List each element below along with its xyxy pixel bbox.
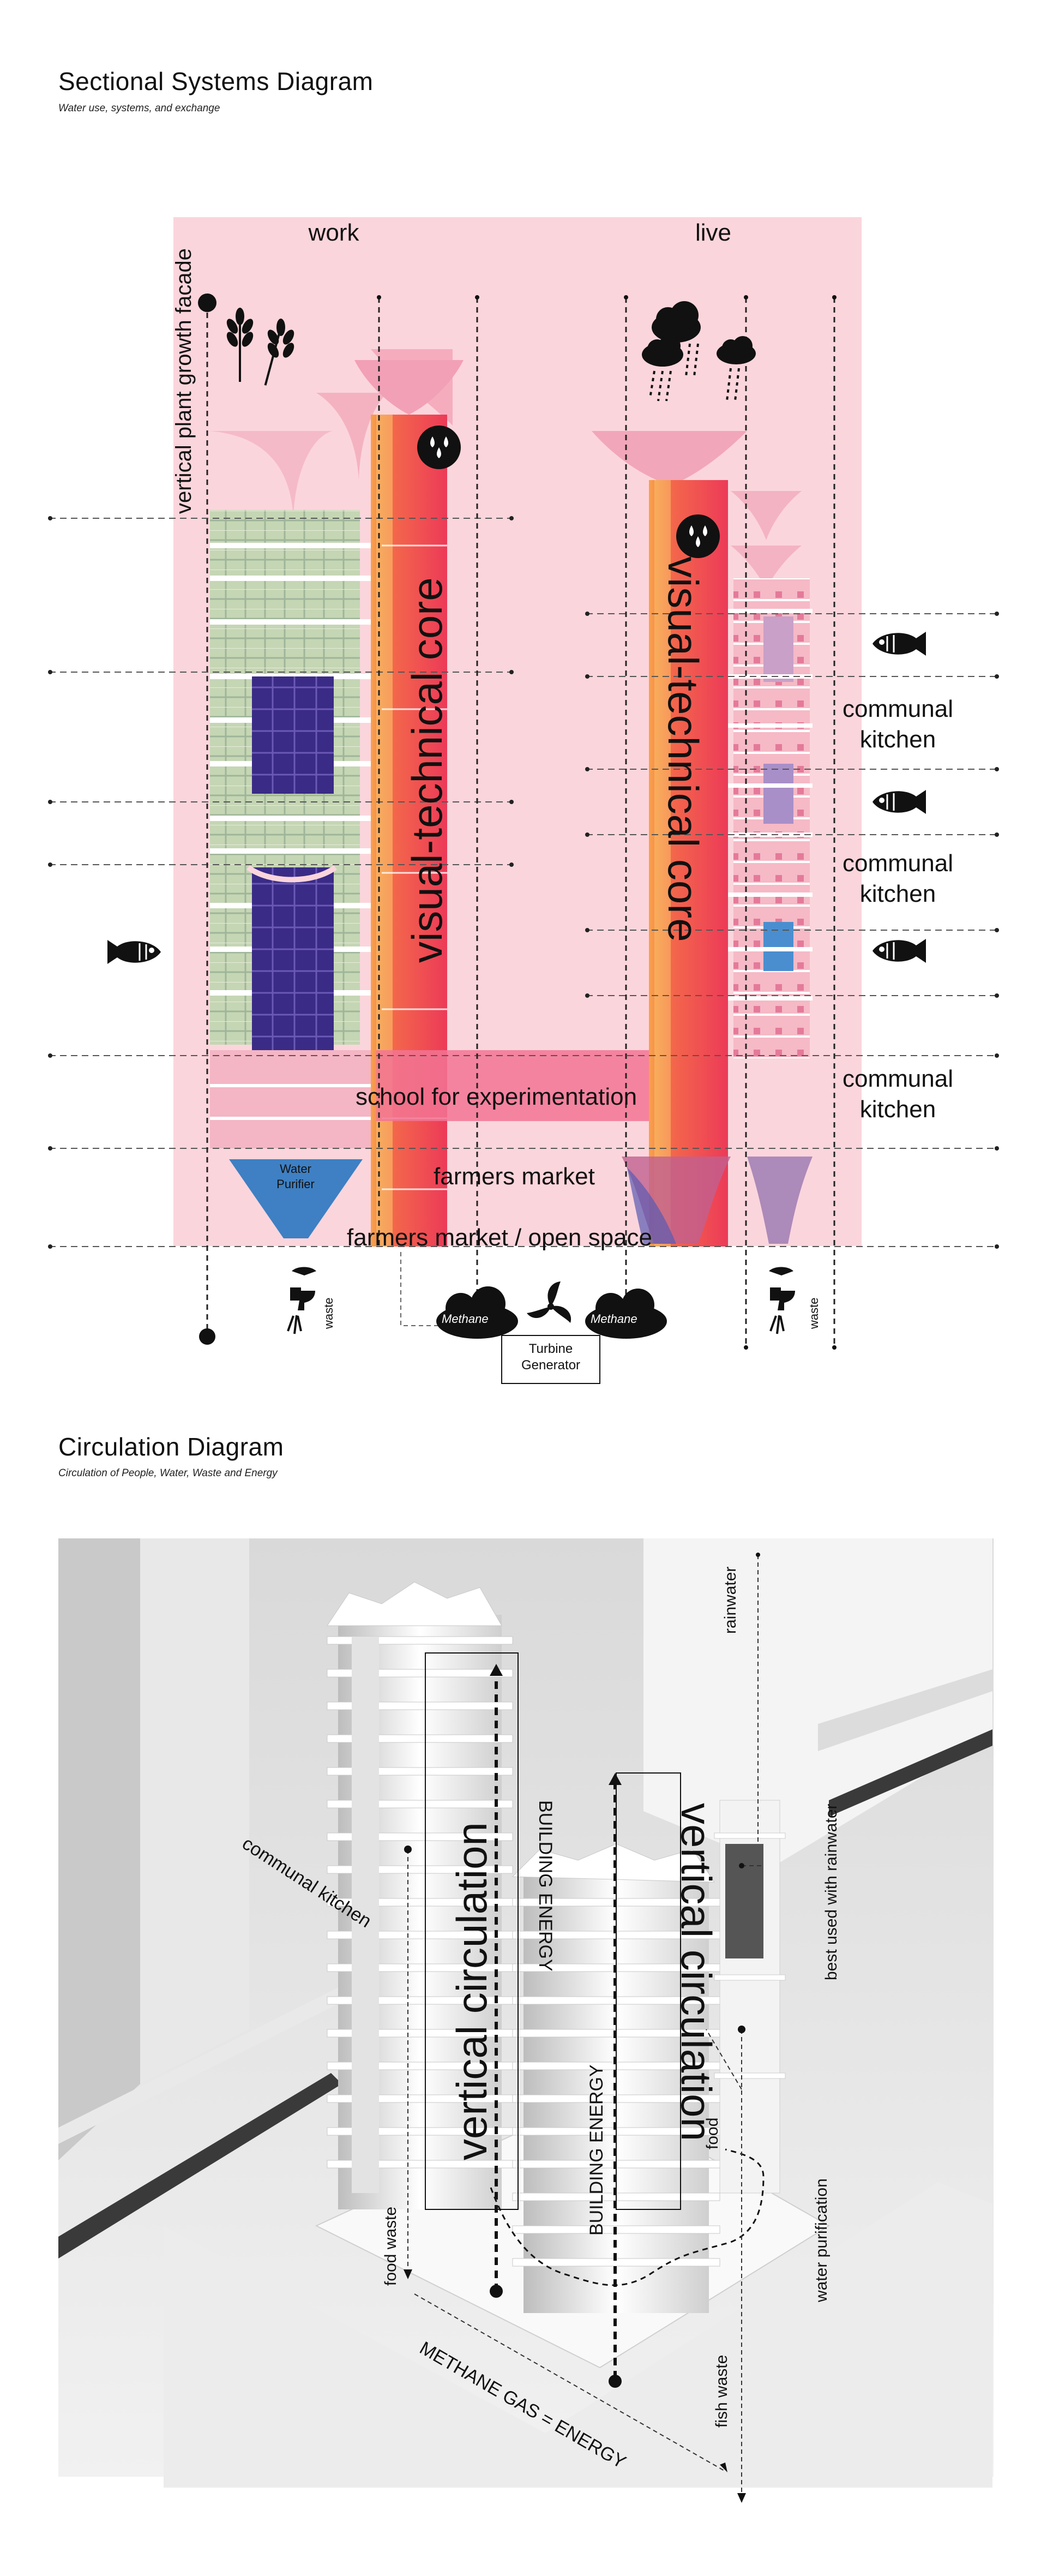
label-water-purification: water purification <box>813 2178 831 2302</box>
section-subtitle-circulation: Circulation of People, Water, Waste and … <box>58 1467 278 1479</box>
methane-cloud-left <box>436 1286 518 1339</box>
label-methane-right: Methane <box>591 1312 637 1326</box>
water-purifier-label-2: Purifier <box>276 1177 315 1191</box>
label-core-work: visual-technical core <box>403 577 451 963</box>
label-fish-waste: fish waste <box>713 2355 731 2428</box>
vertical-lines <box>206 297 835 1347</box>
label-communal-kitchen-2: communal kitchen <box>843 850 953 907</box>
label-core-live: visual-technical core <box>659 556 707 942</box>
turbine-icon <box>527 1281 571 1323</box>
sectional-systems-diagram: Water Purifier <box>48 217 999 1384</box>
work-tower <box>210 349 453 1148</box>
label-building-energy-right: BUILDING ENERGY <box>586 2064 607 2236</box>
label-food-waste: food waste <box>382 2206 400 2286</box>
tank-tower <box>714 1800 786 2194</box>
vertical-circulation-box-left <box>425 1652 519 2210</box>
turbine-box <box>501 1335 600 1384</box>
water-drop-icon <box>676 514 720 558</box>
section-title-sectional: Sectional Systems Diagram <box>58 67 374 95</box>
fish-icon <box>107 632 926 964</box>
floor-lines <box>49 518 998 1247</box>
water-drop-icon <box>417 426 461 469</box>
label-food: food <box>703 2117 721 2149</box>
label-open-space: farmers market / open space <box>347 1224 653 1251</box>
label-turbine: Turbine Generator <box>521 1341 581 1373</box>
label-communal-kitchen-1: communal kitchen <box>843 696 953 753</box>
water-purifier-shape <box>229 1159 363 1238</box>
label-school: school for experimentation <box>356 1083 637 1110</box>
toilet-icon <box>287 1267 795 1334</box>
section-title-circulation: Circulation Diagram <box>58 1433 284 1461</box>
label-methane-left: Methane <box>442 1312 489 1326</box>
water-purifier-label-1: Water <box>280 1162 311 1176</box>
left-tower <box>327 1581 513 2209</box>
methane-cloud-right <box>585 1289 667 1339</box>
label-best-used: best used with rainwater <box>822 1804 840 1981</box>
label-vertical-circulation-right: vertical circulation <box>672 1803 720 2141</box>
label-waste-left: waste <box>322 1297 335 1329</box>
label-waste-right: waste <box>807 1297 821 1329</box>
label-live: live <box>695 219 732 246</box>
label-building-energy-left: BUILDING ENERGY <box>535 1800 556 1972</box>
label-vertical-circulation-left: vertical circulation <box>448 1822 496 2160</box>
wheat-icon <box>226 308 294 386</box>
rain-cloud-icon <box>642 301 756 402</box>
circulation-diagram <box>58 1538 994 2503</box>
label-farmers-market: farmers market <box>434 1163 595 1190</box>
live-core <box>592 431 747 1247</box>
label-work: work <box>308 219 359 246</box>
label-facade: vertical plant growth facade <box>172 248 196 514</box>
label-rainwater: rainwater <box>721 1566 739 1634</box>
section-subtitle-sectional: Water use, systems, and exchange <box>58 103 220 114</box>
label-communal-kitchen-3: communal kitchen <box>843 1065 953 1123</box>
